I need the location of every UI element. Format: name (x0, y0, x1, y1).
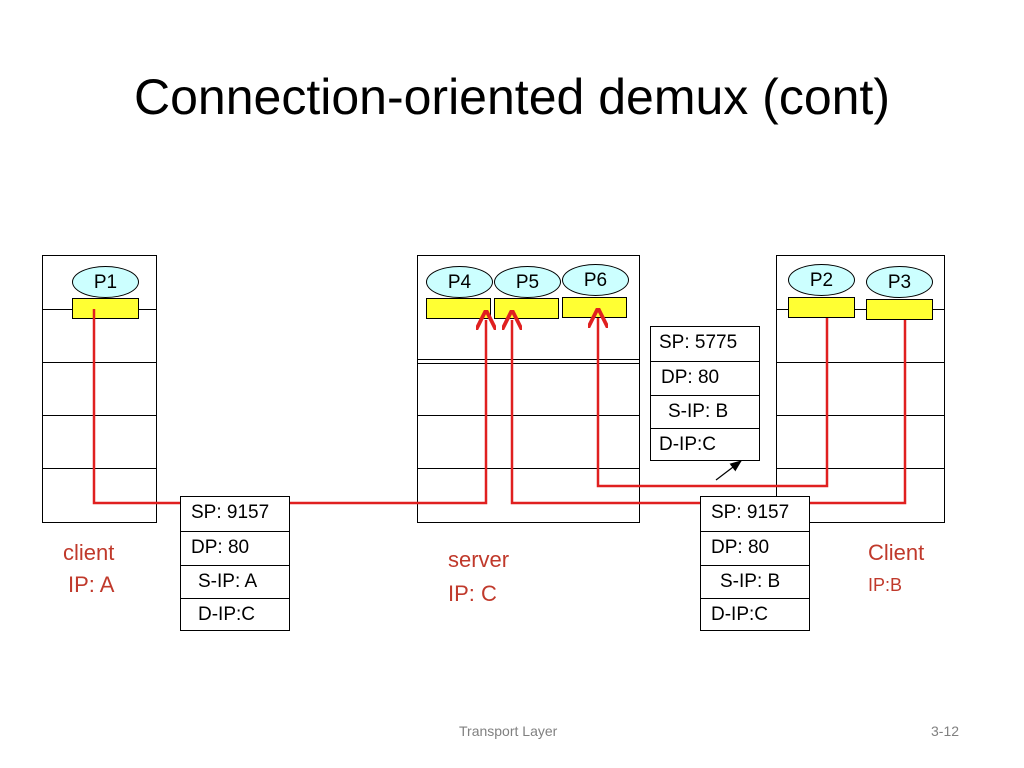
wire-p1-to-p4 (92, 309, 486, 505)
wire-p2-to-p6 (598, 318, 829, 488)
process-p6: P6 (562, 264, 629, 296)
client-a-layer-divider (42, 362, 157, 363)
segment-pointer-arrow (715, 460, 742, 481)
process-p3: P3 (866, 266, 933, 298)
slide-title: Connection-oriented demux (cont) (134, 69, 890, 125)
client-a-layer-divider (42, 468, 157, 469)
client-a-name: client (63, 540, 115, 565)
server-layer-divider (417, 359, 640, 360)
segment-dest-port: DP: 80 (181, 531, 289, 565)
process-p1: P1 (72, 266, 139, 298)
server-name: server (448, 547, 510, 572)
client-a-layer-divider (42, 415, 157, 416)
server-layer-divider (417, 415, 640, 416)
client-b-layer-divider (776, 362, 945, 363)
client-b-name: Client (868, 540, 925, 565)
client-b-layer-divider (776, 309, 945, 310)
socket-p2 (788, 297, 855, 318)
segment-dest-ip: D-IP:C (701, 598, 809, 632)
segment-source-port: SP: 5775 (659, 332, 738, 353)
process-p2: P2 (788, 264, 855, 296)
client-b-layer-divider (776, 468, 945, 469)
process-p5: P5 (494, 266, 561, 298)
segment-dest-ip: D-IP:C (651, 428, 759, 462)
segment-client-b-upper: SP: 5775 DP: 80 S-IP: B D-IP:C (650, 326, 760, 461)
segment-dest-port: DP: 80 (651, 361, 759, 395)
socket-p3 (866, 299, 933, 320)
footer-right: 3-12 (931, 723, 960, 739)
client-b-ip: IP:B (868, 575, 903, 595)
socket-p4 (426, 298, 491, 319)
footer-left: Transport Layer (459, 723, 558, 739)
segment-dest-ip: D-IP:C (181, 598, 289, 632)
server-layer-divider (417, 468, 640, 469)
socket-p1 (72, 298, 139, 319)
server-ip: IP: C (448, 581, 497, 606)
process-p4: P4 (426, 266, 493, 298)
segment-client-a: SP: 9157 DP: 80 S-IP: A D-IP:C (180, 496, 290, 631)
server-layer-divider (417, 363, 640, 364)
client-a-ip: IP: A (68, 572, 115, 597)
segment-source-ip: S-IP: B (651, 395, 759, 428)
segment-dest-port: DP: 80 (701, 531, 809, 565)
segment-source-ip: S-IP: B (701, 565, 809, 598)
segment-source-port: SP: 9157 (191, 502, 270, 523)
client-b-layer-divider (776, 415, 945, 416)
segment-source-port: SP: 9157 (711, 502, 790, 523)
segment-source-ip: S-IP: A (181, 565, 289, 598)
segment-client-b-lower: SP: 9157 DP: 80 S-IP: B D-IP:C (700, 496, 810, 631)
